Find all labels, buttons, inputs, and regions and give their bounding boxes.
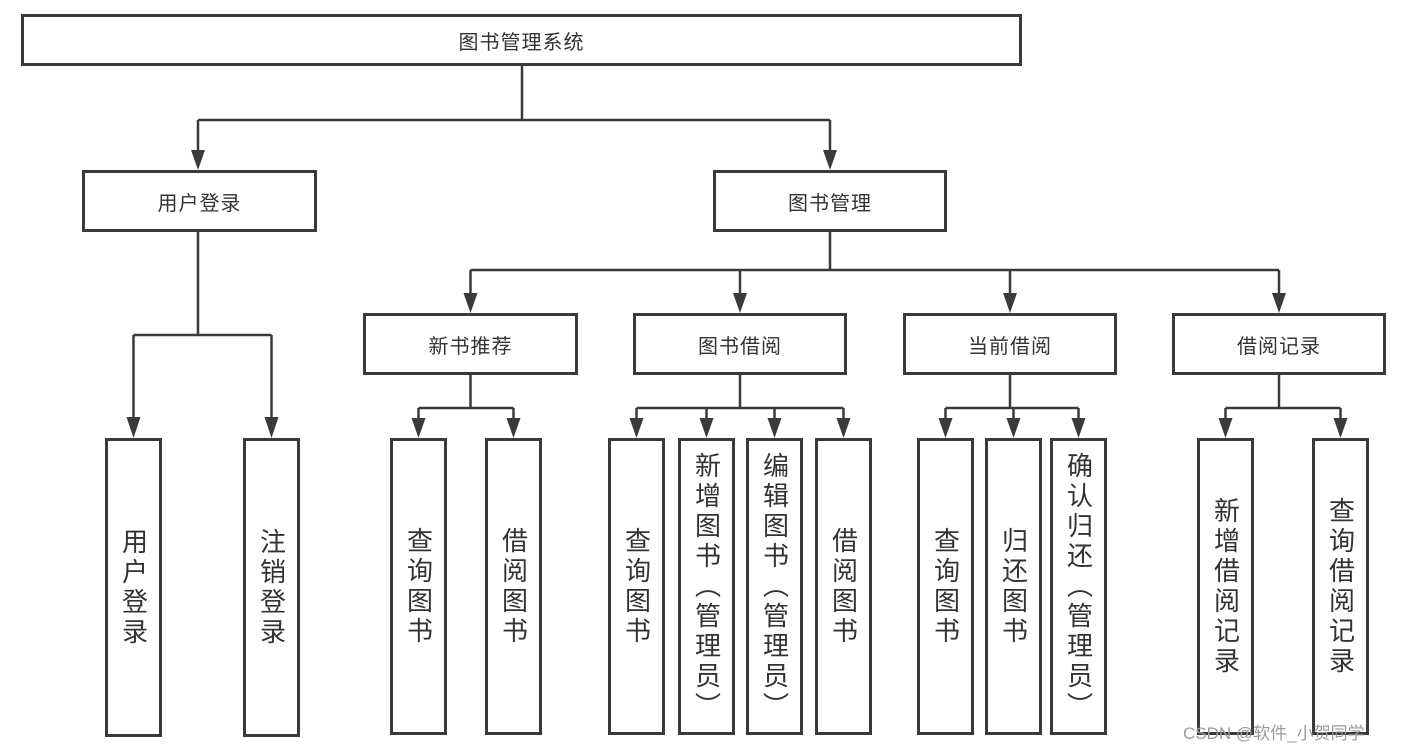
node-user-login: 用户登录 xyxy=(82,170,317,232)
leaf-add-books-admin: 新增图书（管理员） xyxy=(678,438,735,735)
node-book-management: 图书管理 xyxy=(713,170,947,232)
leaf-edit-books-admin: 编辑图书（管理员） xyxy=(746,438,803,735)
leaf-logout: 注销登录 xyxy=(243,438,300,737)
leaf-query-borrow-record: 查询借阅记录 xyxy=(1312,438,1369,735)
node-book-borrow: 图书借阅 xyxy=(633,313,847,375)
leaf-borrow-books-recommend: 借阅图书 xyxy=(485,438,542,735)
leaf-user-login: 用户登录 xyxy=(105,438,162,737)
node-borrow-records: 借阅记录 xyxy=(1172,313,1386,375)
arrowhead-icons xyxy=(126,150,1348,438)
node-root: 图书管理系统 xyxy=(21,14,1022,66)
leaf-add-borrow-record: 新增借阅记录 xyxy=(1197,438,1254,735)
node-current-borrow: 当前借阅 xyxy=(903,313,1117,375)
leaf-query-books-borrow: 查询图书 xyxy=(608,438,665,735)
node-new-book-recommend: 新书推荐 xyxy=(363,313,578,375)
csdn-watermark: CSDN @软件_小贺同学 xyxy=(1183,724,1365,743)
leaf-confirm-return-admin: 确认归还（管理员） xyxy=(1050,438,1107,735)
leaf-query-books-current: 查询图书 xyxy=(917,438,974,735)
leaf-return-books: 归还图书 xyxy=(985,438,1042,735)
leaf-borrow-books: 借阅图书 xyxy=(815,438,872,735)
leaf-query-books-recommend: 查询图书 xyxy=(390,438,447,735)
